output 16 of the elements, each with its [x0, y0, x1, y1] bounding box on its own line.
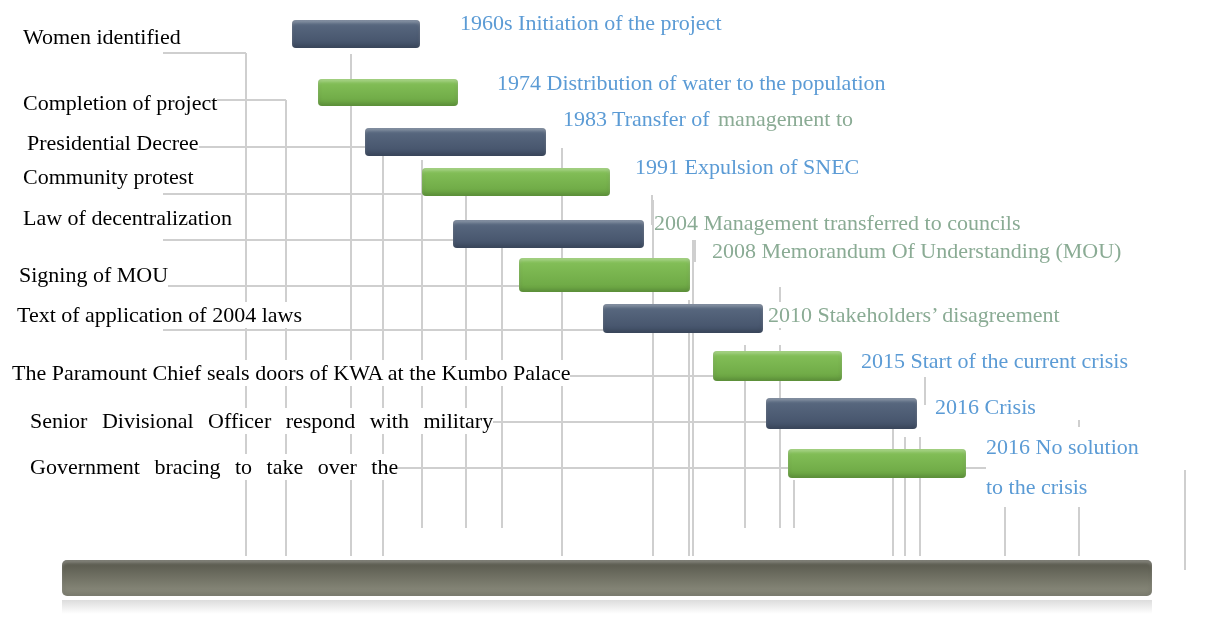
- event-label: The Paramount Chief seals doors of KWA at the Kumbo Palace: [12, 360, 571, 386]
- event-label: Senior Divisional Officer respond with military: [30, 408, 494, 434]
- timeline-bar: [62, 560, 1152, 596]
- timeline-event-bar: [519, 258, 690, 292]
- timeline-event-bar: [292, 20, 420, 48]
- timeline-event-bar: [788, 449, 966, 478]
- event-label: Government bracing to take over the: [30, 454, 399, 480]
- timeline-event-bar: [453, 220, 644, 248]
- date-label: 2010 Stakeholders’ disagreement: [768, 302, 1060, 328]
- timeline-event-bar: [766, 398, 917, 429]
- timeline-event-bar: [603, 304, 763, 333]
- timeline-event-bar: [365, 128, 546, 156]
- timeline-event-bar: [422, 168, 610, 196]
- event-label: Text of application of 2004 laws: [17, 302, 302, 328]
- timeline-event-bar: [318, 79, 458, 106]
- timeline-event-bar: [713, 351, 842, 381]
